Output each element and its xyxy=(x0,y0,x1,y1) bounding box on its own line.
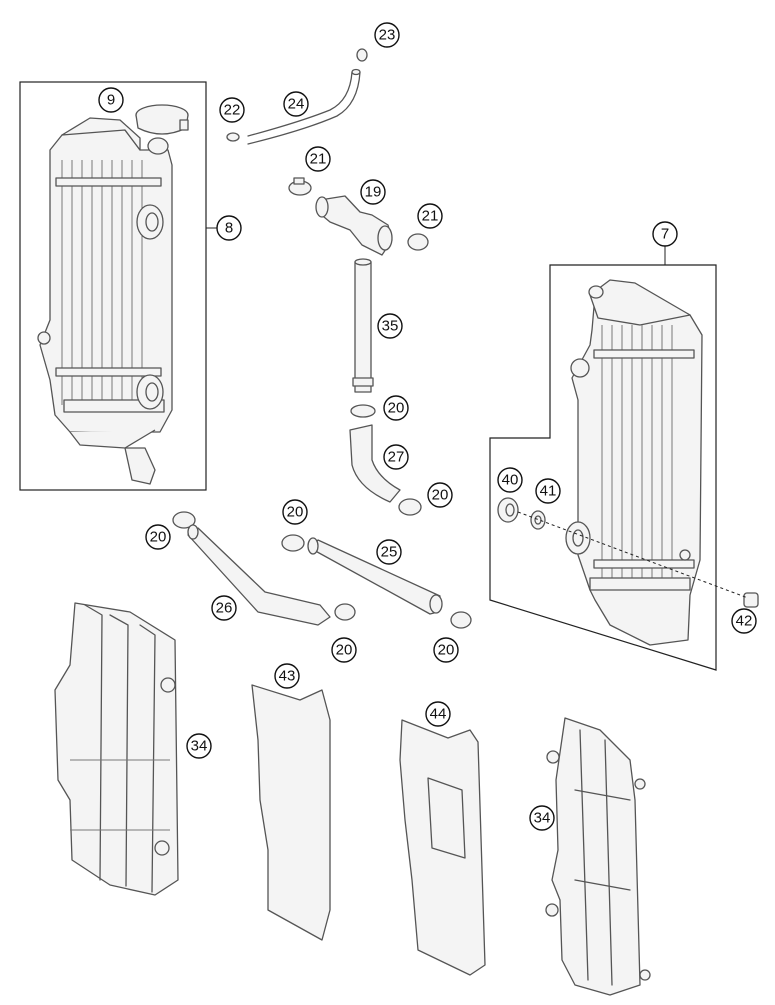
clamp-20-hose26 xyxy=(334,603,356,621)
right-radiator xyxy=(565,279,703,646)
clamp-21-right xyxy=(407,233,429,251)
clamp-20-left xyxy=(172,511,196,529)
callout-27: 27 xyxy=(383,444,409,470)
svg-text:20: 20 xyxy=(150,529,167,546)
grommet-40 xyxy=(497,497,519,523)
svg-text:21: 21 xyxy=(422,208,439,225)
clamp-20-hose27 xyxy=(398,498,422,516)
svg-text:22: 22 xyxy=(224,102,241,119)
left-spoiler xyxy=(54,602,179,896)
callout-8: 8 xyxy=(216,215,242,241)
callout-21-top: 21 xyxy=(305,146,331,172)
svg-text:40: 40 xyxy=(502,472,519,489)
callout-44: 44 xyxy=(425,701,451,727)
sponge-44 xyxy=(399,719,486,976)
svg-text:9: 9 xyxy=(107,92,115,109)
svg-text:20: 20 xyxy=(438,642,455,659)
callout-34-right: 34 xyxy=(529,805,555,831)
callout-20-hose27: 20 xyxy=(427,482,453,508)
callout-42: 42 xyxy=(731,608,757,634)
svg-text:20: 20 xyxy=(388,400,405,417)
callout-20-middle: 20 xyxy=(282,499,308,525)
hose-26 xyxy=(187,524,331,626)
svg-text:34: 34 xyxy=(191,738,208,755)
clamp-20-middle xyxy=(281,534,305,552)
svg-text:43: 43 xyxy=(279,668,296,685)
pipe-35 xyxy=(352,258,374,393)
callout-7: 7 xyxy=(652,221,678,247)
clamp-22 xyxy=(226,132,240,142)
svg-text:20: 20 xyxy=(287,504,304,521)
svg-text:27: 27 xyxy=(388,449,405,466)
clamp-23 xyxy=(356,48,368,62)
left-radiator-frame xyxy=(19,81,207,491)
svg-text:8: 8 xyxy=(225,220,233,237)
hose-24 xyxy=(247,68,361,145)
svg-text:41: 41 xyxy=(540,483,557,500)
right-radiator-frame xyxy=(489,264,717,671)
callout-40: 40 xyxy=(497,467,523,493)
callout-26: 26 xyxy=(211,595,237,621)
right-spoiler xyxy=(545,717,651,996)
svg-text:21: 21 xyxy=(310,151,327,168)
svg-text:44: 44 xyxy=(430,706,447,723)
svg-text:35: 35 xyxy=(382,318,399,335)
callout-34-left: 34 xyxy=(186,733,212,759)
clamp-20-upper xyxy=(350,404,376,418)
screw-42 xyxy=(743,592,759,608)
svg-text:7: 7 xyxy=(661,226,669,243)
hose-25 xyxy=(307,537,443,615)
washer-41 xyxy=(530,510,546,530)
radiator-cap xyxy=(135,104,189,135)
connector-19 xyxy=(315,195,393,256)
callout-22: 22 xyxy=(219,97,245,123)
svg-text:20: 20 xyxy=(432,487,449,504)
callout-20-hose25: 20 xyxy=(433,637,459,663)
sponge-43 xyxy=(251,684,331,941)
callout-20-hose26: 20 xyxy=(331,637,357,663)
hose-27 xyxy=(349,424,401,503)
right-radiator-fins xyxy=(601,325,673,585)
callout-25: 25 xyxy=(376,539,402,565)
callout-20-left: 20 xyxy=(145,524,171,550)
callout-41: 41 xyxy=(535,478,561,504)
callout-21-right: 21 xyxy=(417,203,443,229)
svg-text:42: 42 xyxy=(736,613,753,630)
callout-19: 19 xyxy=(360,179,386,205)
svg-text:23: 23 xyxy=(379,27,396,44)
callout-24: 24 xyxy=(283,91,309,117)
svg-text:19: 19 xyxy=(365,184,382,201)
clamp-20-hose25 xyxy=(450,611,472,629)
callout-9: 9 xyxy=(98,87,124,113)
left-radiator-fins xyxy=(61,160,143,405)
svg-text:24: 24 xyxy=(288,96,305,113)
svg-text:34: 34 xyxy=(534,810,551,827)
svg-text:25: 25 xyxy=(381,544,398,561)
svg-text:20: 20 xyxy=(336,642,353,659)
callout-20-upper: 20 xyxy=(383,395,409,421)
svg-text:26: 26 xyxy=(216,600,233,617)
callout-23: 23 xyxy=(374,22,400,48)
callout-35: 35 xyxy=(377,313,403,339)
left-radiator xyxy=(37,117,173,485)
callout-43: 43 xyxy=(274,663,300,689)
clamp-21-top xyxy=(288,177,312,196)
screw-axis-line xyxy=(517,511,749,599)
